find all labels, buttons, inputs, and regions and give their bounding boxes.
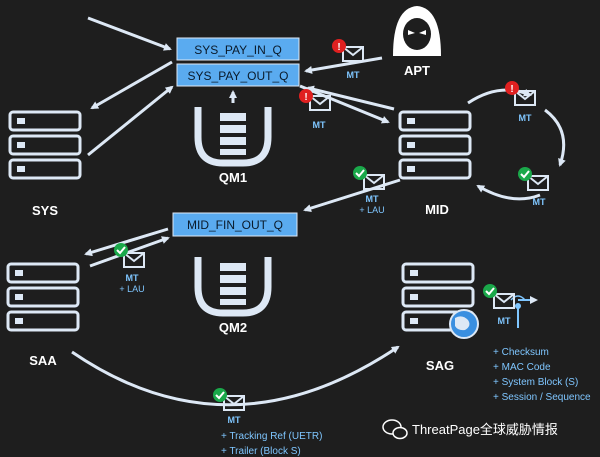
mt-message-ok-mid-lau: MT + LAU (353, 166, 385, 215)
queue-label-mid-fin-out: MID_FIN_OUT_Q (187, 218, 283, 232)
arrow-to-sys-pay-in (87, 16, 172, 51)
alert-badge (299, 89, 313, 103)
mt-message-alert-qm1: ! MT (299, 89, 331, 130)
watermark: ThreatPage全球威胁情报 (382, 419, 558, 440)
lau-note: + LAU (119, 284, 144, 294)
check-badge (518, 167, 532, 181)
flow-arrows (71, 16, 566, 407)
arrow-mid-to-out (306, 85, 395, 111)
mt-label: MT (498, 316, 511, 326)
sag-check-item: + System Block (S) (493, 377, 578, 388)
sag-check-item: + Session / Sequence (493, 392, 591, 403)
arrow-sys-to-out (87, 85, 174, 157)
queue-label-sys-pay-out: SYS_PAY_OUT_Q (188, 69, 289, 83)
saa-sag-extras-list: + Tracking Ref (UETR) + Trailer (Block S… (221, 431, 322, 457)
svg-text:!: ! (304, 92, 307, 103)
arrow-saa-to-sag (71, 345, 400, 407)
queue-sys-pay-out: SYS_PAY_OUT_Q (176, 63, 300, 87)
arrow-to-sys (90, 60, 173, 110)
saa-server-icon (6, 262, 80, 332)
mt-message-alert-mid-loop: ! MT (505, 81, 536, 123)
sag-check-item: + MAC Code (493, 362, 551, 373)
svg-text:!: ! (510, 84, 513, 95)
sag-checks-list: + Checksum + MAC Code + System Block (S)… (493, 347, 591, 403)
sys-server-icon (8, 110, 82, 180)
alert-badge (505, 81, 519, 95)
mt-label: MT (533, 197, 546, 207)
mt-message-ok-saa-lau: MT + LAU (114, 243, 145, 294)
arrow-apt-to-out (304, 56, 383, 74)
mid-label: MID (425, 202, 449, 217)
qm1-label: QM1 (219, 170, 247, 185)
sys-label: SYS (32, 203, 58, 218)
mt-label: MT (519, 113, 532, 123)
arrow-mid-loop-bottom (476, 184, 541, 201)
queue-label-sys-pay-in: SYS_PAY_IN_Q (194, 43, 282, 57)
arrow-fin-out-to-saa (84, 227, 169, 257)
saa-sag-extra-item: + Tracking Ref (UETR) (221, 431, 322, 442)
mt-message-ok-sag: MT (483, 284, 515, 326)
globe-icon (449, 309, 479, 339)
mt-label: MT (313, 120, 326, 130)
alert-badge (332, 39, 346, 53)
arrow-mid-to-fin-out (303, 178, 401, 213)
arrow-mid-loop-right (544, 108, 566, 167)
mt-label: MT (126, 273, 139, 283)
sag-check-item: + Checksum (493, 347, 549, 358)
check-badge (353, 166, 367, 180)
saa-sag-extra-item: + Trailer (Block S) (221, 446, 301, 457)
queue-mid-fin-out: MID_FIN_OUT_Q (172, 212, 298, 237)
mt-message-ok-mid-loop: MT (518, 167, 549, 207)
mt-message-alert-apt: ! MT (332, 39, 364, 80)
antenna-icon (510, 295, 538, 328)
check-badge (213, 388, 227, 402)
arrow-mid-loop-top (467, 88, 532, 105)
mt-label: MT (366, 194, 379, 204)
mt-message-ok-saa-sag: MT (213, 388, 245, 425)
qm2-label: QM2 (219, 320, 247, 335)
check-badge (114, 243, 128, 257)
mt-label: MT (228, 415, 241, 425)
saa-label: SAA (29, 353, 57, 368)
qm1-queue-manager-icon (198, 90, 268, 163)
qm2-queue-manager-icon (198, 257, 268, 313)
svg-text:!: ! (337, 42, 340, 53)
sag-label: SAG (426, 358, 454, 373)
mid-server-icon (398, 110, 472, 180)
hacker-icon (393, 6, 441, 56)
apt-label: APT (404, 63, 430, 78)
check-badge (483, 284, 497, 298)
wechat-icon (382, 419, 408, 440)
mt-label: MT (347, 70, 360, 80)
watermark-text: ThreatPage全球威胁情报 (412, 422, 558, 437)
queue-sys-pay-in: SYS_PAY_IN_Q (176, 37, 300, 61)
lau-note: + LAU (359, 205, 384, 215)
